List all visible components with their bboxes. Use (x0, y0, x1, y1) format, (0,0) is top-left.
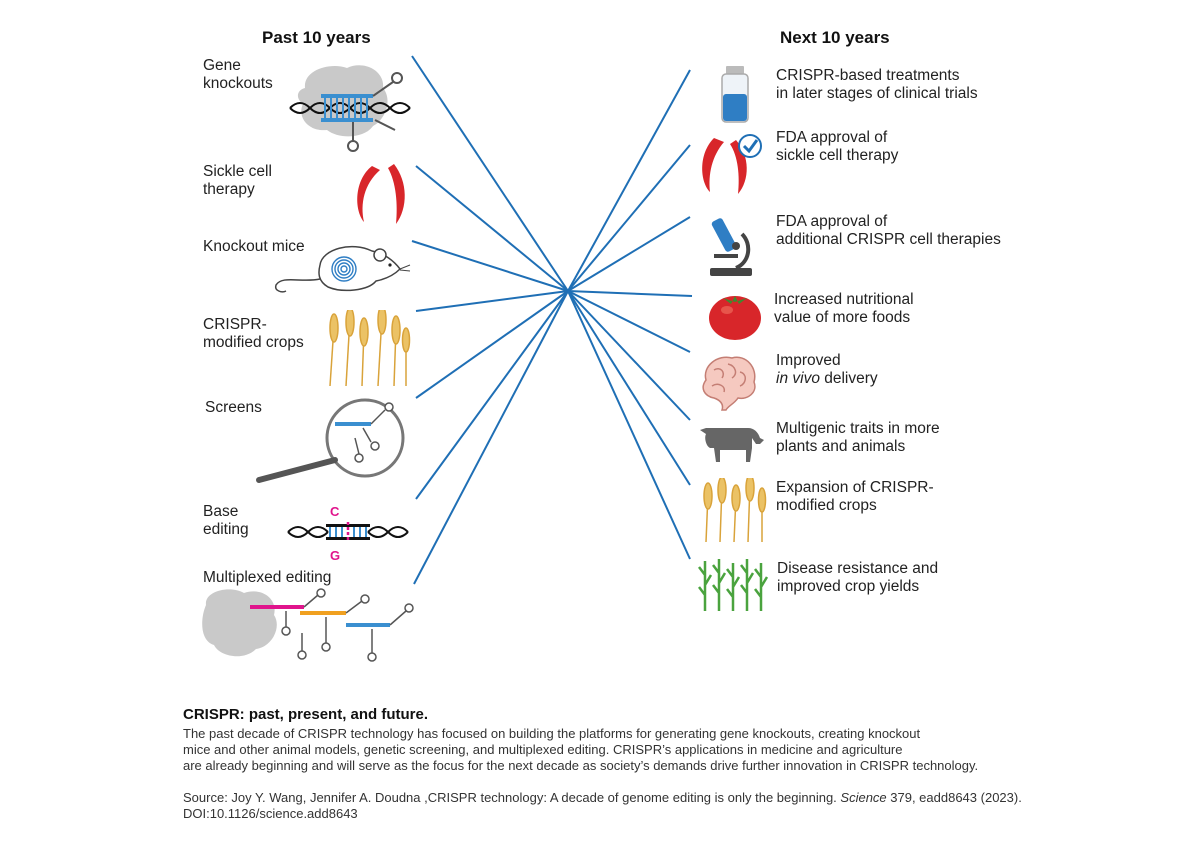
next-header: Next 10 years (780, 28, 890, 47)
ray-next-0 (567, 69, 691, 292)
past-item-knockout-mice: Knockout mice (203, 238, 305, 255)
ray-past-4 (415, 290, 569, 399)
mouse-icon (274, 245, 411, 293)
magnifier-icon (256, 398, 405, 483)
base-editing-dna-icon (287, 522, 409, 542)
ray-next-1 (567, 144, 691, 292)
ray-next-5 (567, 290, 691, 421)
past-item-multiplexed: Multiplexed editing (203, 569, 332, 586)
past-item-crops: CRISPR-modified crops (203, 316, 304, 351)
tomato-icon (709, 296, 761, 340)
ray-next-2 (567, 216, 691, 292)
ray-past-2 (411, 240, 569, 292)
ray-next-7 (567, 290, 691, 560)
ray-next-4 (567, 290, 691, 353)
ray-past-6 (413, 290, 569, 585)
base-letter-g: G (330, 548, 341, 563)
next-item-in-vivo-delivery: Improved in vivo delivery (776, 352, 878, 387)
next-item-expansion-crops: Expansion of CRISPR-modified crops (776, 479, 934, 514)
ray-next-6 (567, 290, 691, 486)
multiplexed-editing-icon (202, 588, 414, 662)
vial-icon (721, 66, 749, 123)
brain-icon (702, 356, 756, 411)
green-crops-icon (698, 559, 769, 611)
ray-past-3 (415, 290, 569, 312)
wheat-icon (329, 310, 411, 386)
gene-knockout-icon (289, 65, 411, 152)
ray-past-1 (415, 165, 569, 292)
caption-doi: DOI:10.1126/science.add8643 (183, 806, 358, 821)
sickle-cell-icon (357, 164, 405, 224)
ray-past-0 (411, 55, 569, 292)
microscope-icon (710, 218, 752, 276)
ray-past-5 (415, 290, 569, 500)
ray-next-3 (567, 290, 693, 297)
cow-icon (700, 428, 764, 462)
caption-title: CRISPR: past, present, and future. (183, 706, 429, 723)
sickle-cell-approved-icon (702, 134, 762, 194)
caption-body: The past decade of CRISPR technology has… (183, 726, 979, 773)
caption-source: Source: Joy Y. Wang, Jennifer A. Doudna … (183, 790, 1083, 822)
base-letter-c: C (330, 504, 340, 519)
past-item-screens: Screens (205, 399, 262, 416)
wheat-next-icon (703, 478, 767, 542)
past-header: Past 10 years (262, 28, 371, 47)
